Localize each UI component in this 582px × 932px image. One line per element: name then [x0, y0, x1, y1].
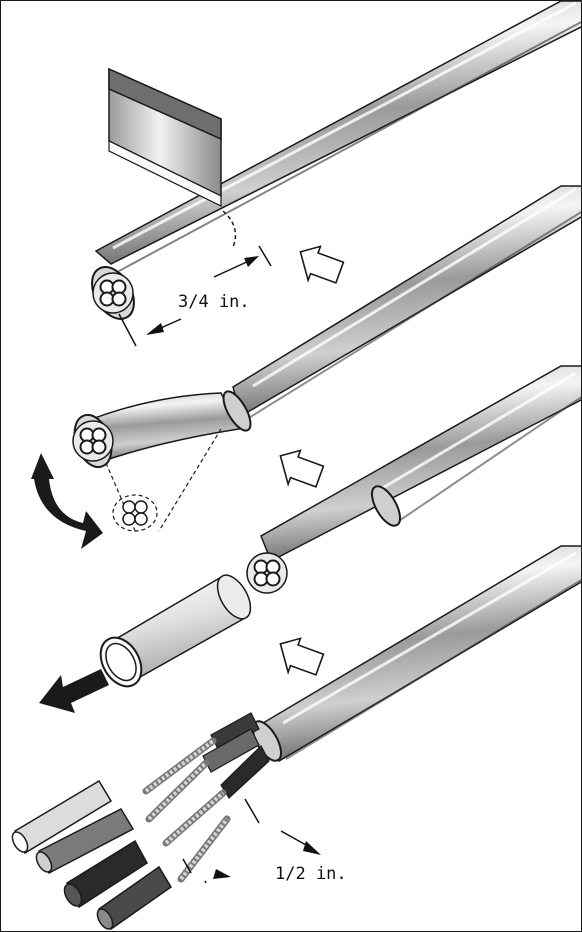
core-strip-length-dimension: 1/2 in.: [182, 798, 347, 884]
cable-step-3: [99, 365, 581, 688]
strip-length-dimension: 3/4 in.: [118, 245, 272, 347]
cable-step-2: [72, 185, 581, 534]
pull-left-arrow-icon: [39, 669, 109, 713]
stripped-sheath-tube: [99, 574, 252, 688]
utility-blade-icon: [108, 67, 222, 207]
next-step-arrow-icon: [279, 245, 345, 676]
core-strip-length-label: 1/2 in.: [275, 864, 347, 884]
rotate-curved-arrow-icon: [31, 453, 103, 549]
strip-length-label: 3/4 in.: [178, 292, 250, 312]
removed-insulation-pieces: [11, 779, 173, 931]
